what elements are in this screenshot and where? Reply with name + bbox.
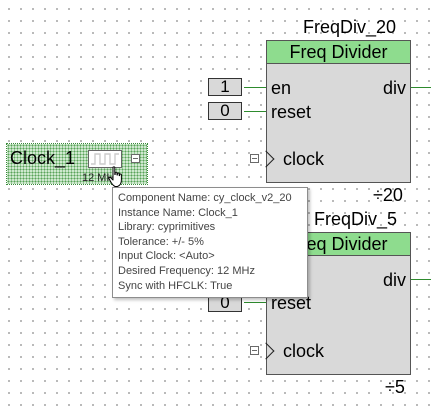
freqdiv5-divide-label: ÷5 (385, 377, 405, 397)
tooltip-component-name: Component Name: cy_clock_v2_20 (118, 192, 292, 204)
clock1-instance-name[interactable]: Clock_1 (10, 148, 76, 168)
freqdiv20-port-div: div (382, 78, 406, 98)
tooltip-library: Library: cyprimitives (118, 221, 216, 234)
tooltip-sync-hfclk: Sync with HFCLK: True (118, 279, 233, 292)
freqdiv5-port-clock: clock (283, 341, 325, 361)
freqdiv20-div-wire (411, 87, 431, 88)
freqdiv5-port-reset: reset (271, 293, 312, 313)
freqdiv20-block[interactable]: Freq Divider en reset clock div (257, 40, 411, 183)
freqdiv20-port-en: en (271, 78, 292, 98)
freqdiv20-reset-constant[interactable]: 0 (208, 102, 242, 120)
freqdiv20-en-constant[interactable]: 1 (208, 78, 242, 96)
freqdiv20-title: Freq Divider (267, 41, 410, 64)
freqdiv20-clock-pin-icon[interactable] (250, 154, 259, 163)
freqdiv5-port-div: div (382, 270, 406, 290)
freqdiv5-reset-wire (244, 302, 266, 303)
tooltip-input-clock: Input Clock: <Auto> (118, 250, 215, 263)
clock1-selection-highlight[interactable] (6, 143, 148, 185)
freqdiv20-port-clock: clock (283, 149, 325, 169)
freqdiv5-div-wire (411, 279, 431, 280)
tooltip-tolerance: Tolerance: +/- 5% (118, 235, 204, 248)
freqdiv20-en-wire (244, 87, 266, 88)
freqdiv5-clock-pin-icon[interactable] (250, 346, 259, 355)
clock1-output-pin-icon[interactable] (131, 154, 140, 163)
freqdiv20-reset-wire (244, 111, 266, 112)
hand-pointer-icon (108, 166, 122, 187)
freqdiv20-instance-name[interactable]: FreqDiv_20 (303, 17, 397, 37)
freqdiv20-divide-label: ÷20 (373, 185, 403, 205)
freqdiv5-clock-chevron-icon (257, 342, 275, 360)
freqdiv20-port-reset: reset (271, 102, 312, 122)
tooltip-instance-name: Instance Name: Clock_1 (118, 206, 238, 219)
freqdiv20-clock-chevron-icon (257, 150, 275, 168)
tooltip-desired-frequency: Desired Frequency: 12 MHz (118, 264, 255, 277)
square-wave-icon[interactable] (88, 150, 122, 168)
component-info-tooltip: Component Name: cy_clock_v2_20 Instance … (112, 187, 308, 298)
freqdiv5-instance-name[interactable]: FreqDiv_5 (314, 209, 398, 229)
